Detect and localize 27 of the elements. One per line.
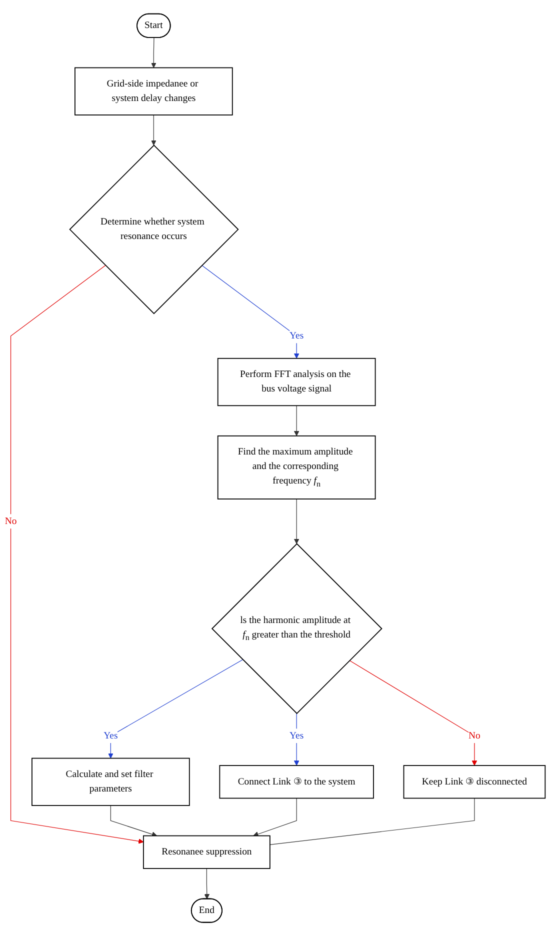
node-box: Keep Link ③ disconnected <box>403 765 546 800</box>
arrow <box>294 499 300 544</box>
node-box: Grid-side impedanee or system delay changes <box>74 68 233 116</box>
node-diamond: Determine whether system resonance occurs <box>69 145 239 315</box>
arrow <box>294 406 300 437</box>
arrow <box>294 714 300 766</box>
arrow <box>108 660 244 759</box>
arrow <box>349 660 478 766</box>
edge-label: No <box>4 516 17 527</box>
arrow <box>204 868 210 900</box>
node-box: Connect Link ③ to the system <box>219 765 374 800</box>
arrow <box>202 265 300 360</box>
connector <box>270 798 475 846</box>
edge-label: Yes <box>290 330 304 342</box>
arrow <box>151 38 156 68</box>
edge-label: Yes <box>290 730 304 742</box>
node-box: Calculate and set filter parameters <box>32 758 190 806</box>
edge-label: Yes <box>104 730 118 742</box>
arrow <box>10 265 144 844</box>
node-box: Find the maximum amplitude and the corresponding frequency f$_{n}$ <box>217 436 376 500</box>
arrow <box>151 115 156 146</box>
arrow <box>110 806 158 838</box>
node-box: Perform FFT analysis on the bus voltage signal <box>217 358 376 406</box>
arrow <box>253 798 297 838</box>
edge-label: No <box>468 730 480 742</box>
node-diamond: ls the harmonic amplitude at f$_{n}$ greater than the threshold <box>211 544 382 714</box>
node-box: Resonanee suppression <box>143 836 270 870</box>
